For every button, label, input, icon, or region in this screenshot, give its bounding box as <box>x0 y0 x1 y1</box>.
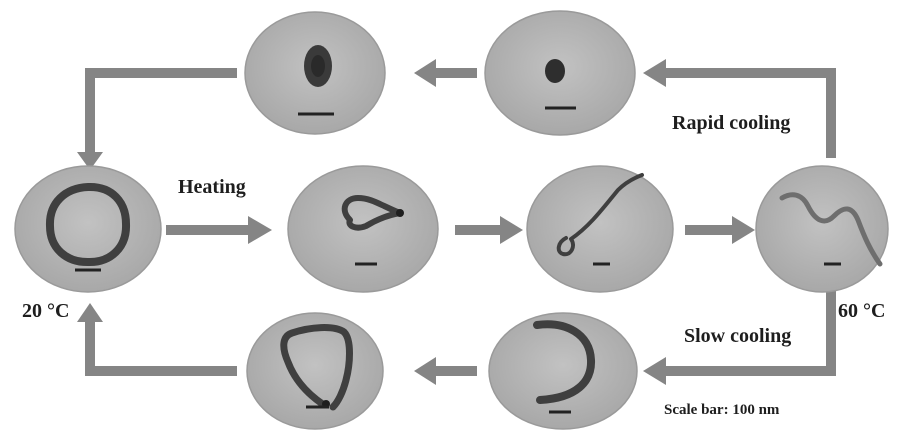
arrowhead-mid-2 <box>500 216 523 244</box>
arrowhead-rapid <box>643 59 666 87</box>
globule-2 <box>545 59 565 83</box>
scale-bar-caption: Scale bar: 100 nm <box>664 402 779 419</box>
arrow-rapid-vertical <box>826 68 836 158</box>
arrowhead-top-middle <box>414 59 436 87</box>
temperature-high-label: 60 °C <box>838 300 885 323</box>
arrow-rapid-horizontal <box>663 68 836 78</box>
arrow-bottom-left-vertical <box>85 318 95 376</box>
arrow-slow-vertical <box>826 290 836 376</box>
arrowhead-bottom-middle <box>414 357 436 385</box>
arrow-bottom-middle <box>432 366 477 376</box>
small-loop-knot <box>396 209 404 217</box>
arrowhead-slow <box>643 357 666 385</box>
arrow-mid-2-shaft <box>455 225 503 235</box>
arrowhead-mid-3 <box>732 216 755 244</box>
arrowhead-heating <box>248 216 272 244</box>
globule-1-core <box>311 55 325 77</box>
rapid-cooling-label: Rapid cooling <box>672 112 790 135</box>
slow-cooling-label: Slow cooling <box>684 325 791 348</box>
arrow-slow-horizontal <box>663 366 836 376</box>
arrow-top-left-vertical <box>85 68 95 158</box>
arrow-heating-shaft <box>166 225 252 235</box>
arrow-bottom-left-horizontal <box>85 366 237 376</box>
temperature-low-label: 20 °C <box>22 300 69 323</box>
heating-label: Heating <box>178 176 246 199</box>
arrow-top-left-horizontal <box>85 68 237 78</box>
arrow-top-middle <box>432 68 477 78</box>
arrow-mid-3-shaft <box>685 225 735 235</box>
micrograph-heating-loop-long <box>527 166 673 292</box>
arrowhead-up-to-20c <box>77 303 103 322</box>
micrograph-chain-60c <box>756 166 888 292</box>
